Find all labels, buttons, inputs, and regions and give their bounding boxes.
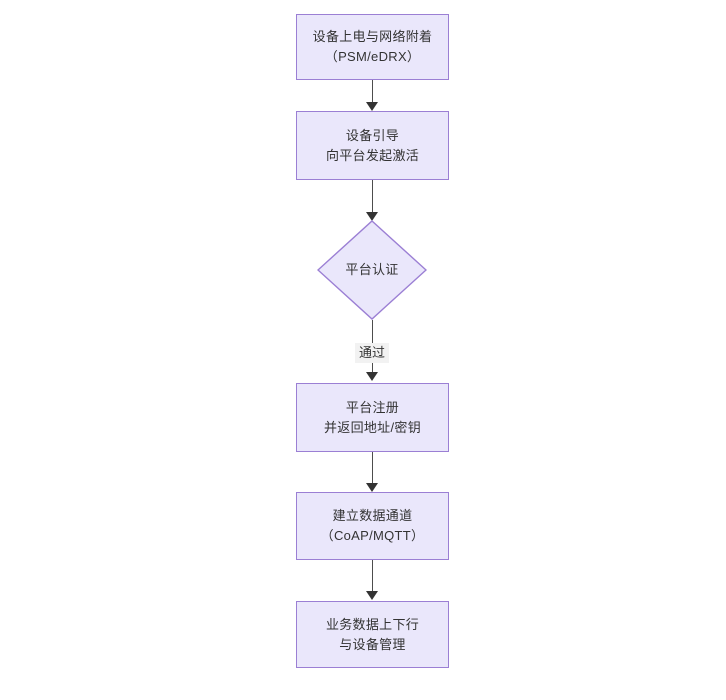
- connector-n2-n3: [372, 180, 373, 213]
- node-line-1: 平台注册: [345, 399, 400, 415]
- node-line-2: 并返回地址/密钥: [323, 419, 421, 435]
- node-line-2: （PSM/eDRX）: [324, 49, 421, 64]
- node-establish-data-channel[interactable]: 建立数据通道 （CoAP/MQTT）: [296, 492, 449, 560]
- connector-n5-n6: [372, 560, 373, 592]
- node-line-2: 向平台发起激活: [325, 147, 420, 163]
- diamond-shape-icon: [317, 220, 427, 320]
- node-device-power-on[interactable]: 设备上电与网络附着 （PSM/eDRX）: [296, 14, 449, 80]
- edge-label-pass: 通过: [354, 343, 390, 363]
- arrowhead-n5-n6: [366, 591, 378, 600]
- node-line-1: 设备引导: [345, 127, 400, 143]
- node-line-2: 与设备管理: [339, 636, 406, 652]
- arrowhead-n2-n3: [366, 212, 378, 221]
- node-business-data-and-device-management[interactable]: 业务数据上下行 与设备管理: [296, 601, 449, 668]
- connector-n1-n2: [372, 80, 373, 103]
- node-platform-registration[interactable]: 平台注册 并返回地址/密钥: [296, 383, 449, 452]
- node-line-2: （CoAP/MQTT）: [320, 528, 425, 543]
- node-platform-authentication[interactable]: 平台认证: [317, 220, 427, 320]
- arrowhead-n3-n4: [366, 372, 378, 381]
- arrowhead-n4-n5: [366, 483, 378, 492]
- node-line-1: 建立数据通道: [332, 508, 413, 523]
- connector-n4-n5: [372, 452, 373, 484]
- node-line-1: 平台认证: [345, 262, 399, 277]
- node-line-1: 业务数据上下行: [325, 616, 420, 632]
- node-line-1: 设备上电与网络附着: [312, 29, 433, 44]
- node-device-bootstrap[interactable]: 设备引导 向平台发起激活: [296, 111, 449, 180]
- arrowhead-n1-n2: [366, 102, 378, 111]
